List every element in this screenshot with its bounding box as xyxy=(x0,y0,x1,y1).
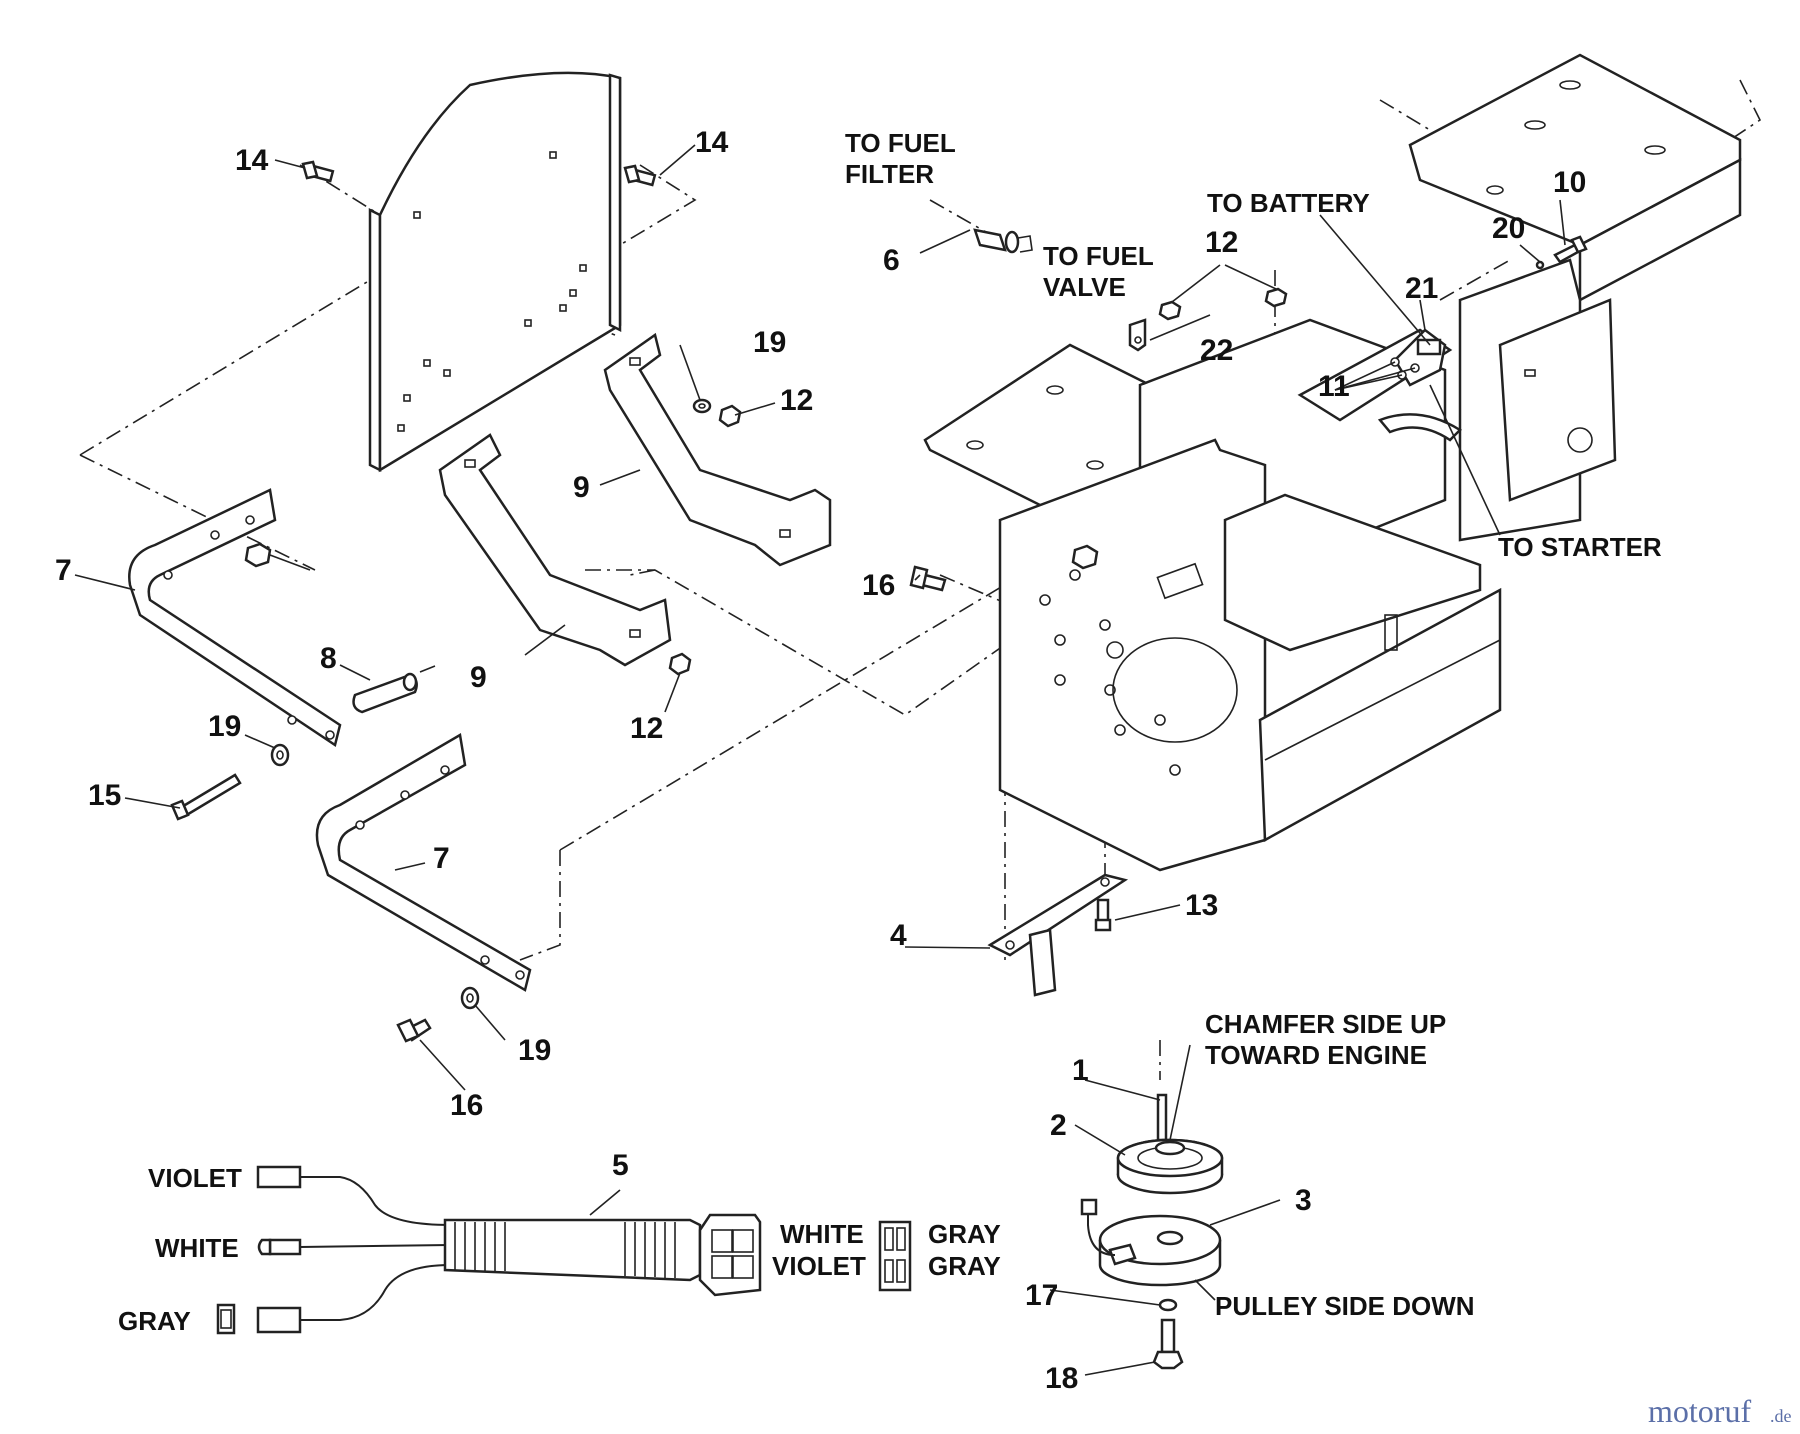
mount-bracket-4 xyxy=(987,873,1129,997)
note-to-fuel-valve-2: VALVE xyxy=(1043,272,1126,302)
wire-white: WHITE xyxy=(155,1233,239,1263)
nut-frame xyxy=(1071,544,1099,570)
callout-9-lower: 9 xyxy=(470,661,487,694)
callout-1: 1 xyxy=(1072,1054,1089,1087)
watermark-suffix: .de xyxy=(1770,1406,1792,1426)
nut-12-terminal xyxy=(1158,300,1182,321)
callout-21: 21 xyxy=(1405,272,1438,305)
callout-7-upper: 7 xyxy=(55,554,72,587)
nut-12-upper xyxy=(718,404,742,428)
callout-14-right: 14 xyxy=(695,126,729,159)
conn-white: WHITE xyxy=(780,1219,864,1249)
callout-11: 11 xyxy=(1318,370,1350,403)
bracket-9-upper xyxy=(603,332,832,567)
callout-14-left: 14 xyxy=(235,144,269,177)
bolt-13 xyxy=(1094,898,1112,932)
callout-10: 10 xyxy=(1553,166,1586,199)
bolt-14-left xyxy=(301,160,335,183)
nut-12-frame-top xyxy=(1264,287,1288,308)
callout-3: 3 xyxy=(1295,1184,1312,1217)
note-chamfer-2: TOWARD ENGINE xyxy=(1205,1040,1427,1070)
note-to-fuel-filter-2: FILTER xyxy=(845,159,934,189)
wire-gray: GRAY xyxy=(118,1306,191,1336)
callout-16-upper: 16 xyxy=(862,569,895,602)
clutch-3 xyxy=(1080,1198,1222,1287)
callout-9-upper: 9 xyxy=(573,471,590,504)
callout-19-upper: 19 xyxy=(753,326,786,359)
washer-19-mid xyxy=(270,743,290,767)
callout-22: 22 xyxy=(1200,334,1233,367)
wire-violet: VIOLET xyxy=(148,1163,242,1193)
arm-7-lower xyxy=(315,733,532,992)
key-1 xyxy=(1156,1093,1168,1142)
callout-17: 17 xyxy=(1025,1279,1058,1312)
note-chamfer-1: CHAMFER SIDE UP xyxy=(1205,1009,1446,1039)
bolt-16-lower xyxy=(396,1018,432,1043)
washer-19-lower xyxy=(460,986,480,1010)
nut-12-lower xyxy=(668,652,692,676)
bolt-16-upper xyxy=(909,565,947,592)
callout-16-lower: 16 xyxy=(450,1089,483,1122)
bolt-10 xyxy=(1553,235,1588,264)
arm-7-upper xyxy=(128,488,342,748)
terminal-22 xyxy=(1128,318,1147,352)
conn-violet: VIOLET xyxy=(772,1251,866,1281)
leader-lines xyxy=(74,144,1566,1376)
solenoid-21 xyxy=(1390,328,1447,387)
bolt-15 xyxy=(170,773,242,821)
note-to-fuel-filter-1: TO FUEL xyxy=(845,128,956,158)
callout-12-terminal: 12 xyxy=(1205,226,1238,259)
wire-harness-5 xyxy=(216,1165,912,1335)
callout-12-lower: 12 xyxy=(630,712,663,745)
note-pulley-side: PULLEY SIDE DOWN xyxy=(1215,1291,1475,1321)
callout-6: 6 xyxy=(883,244,900,277)
callout-18: 18 xyxy=(1045,1362,1078,1395)
bracket-9-lower xyxy=(438,433,672,667)
note-to-starter: TO STARTER xyxy=(1498,532,1662,562)
bolt-18 xyxy=(1152,1318,1184,1370)
fuel-line-6 xyxy=(973,228,1033,254)
note-to-fuel-valve-1: TO FUEL xyxy=(1043,241,1154,271)
watermark-main: motoruf xyxy=(1648,1393,1751,1429)
wire-labels: VIOLET WHITE GRAY WHITE VIOLET GRAY GRAY xyxy=(118,1163,1001,1336)
note-to-battery: TO BATTERY xyxy=(1207,188,1370,218)
callout-13: 13 xyxy=(1185,889,1218,922)
washer-17 xyxy=(1158,1298,1178,1312)
conn-gray-1: GRAY xyxy=(928,1219,1001,1249)
spacer-8 xyxy=(352,672,418,714)
conn-gray-2: GRAY xyxy=(928,1251,1001,1281)
callout-19-lower: 19 xyxy=(518,1034,551,1067)
washer-20 xyxy=(1535,260,1545,270)
callout-12-upper: 12 xyxy=(780,384,813,417)
watermark: motoruf .de xyxy=(1648,1393,1792,1429)
callout-numbers: 14 14 19 12 9 7 8 9 12 19 15 7 19 16 6 1… xyxy=(55,126,1586,1395)
callout-8: 8 xyxy=(320,642,337,675)
callout-5: 5 xyxy=(612,1149,629,1182)
nut-arm xyxy=(244,542,272,568)
callout-7-lower: 7 xyxy=(433,842,450,875)
back-panel xyxy=(368,71,622,473)
callout-20: 20 xyxy=(1492,212,1525,245)
callout-15: 15 xyxy=(88,779,121,812)
callout-19-mid: 19 xyxy=(208,710,241,743)
notes: TO FUEL FILTER TO FUEL VALVE TO BATTERY … xyxy=(845,128,1662,1321)
pulley-2 xyxy=(1116,1138,1224,1195)
washer-19-upper xyxy=(692,398,712,414)
frame xyxy=(923,53,1742,872)
callout-4: 4 xyxy=(890,919,907,952)
callout-2: 2 xyxy=(1050,1109,1067,1142)
bolt-14-right xyxy=(623,164,657,187)
